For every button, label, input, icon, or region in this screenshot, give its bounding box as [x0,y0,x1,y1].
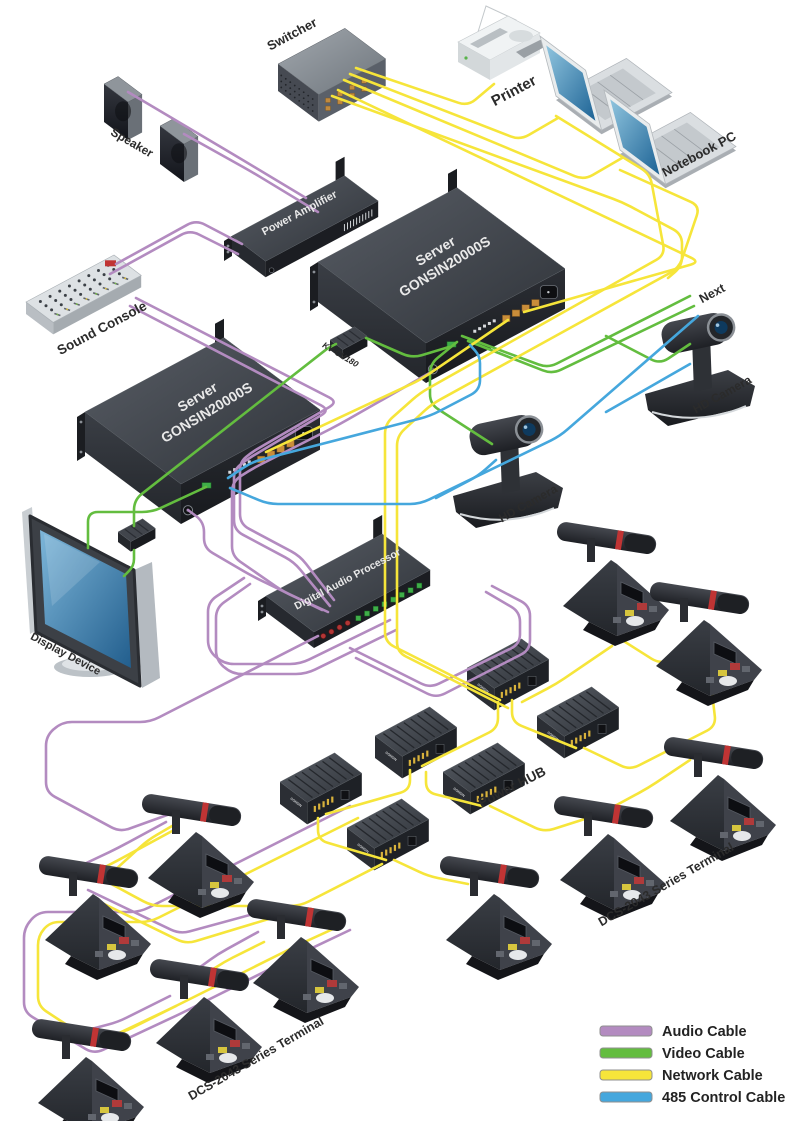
svg-text:GONSIN: GONSIN [452,787,466,799]
485-cable-swatch [599,1091,653,1103]
legend-network-label: Network Cable [662,1068,763,1084]
terminal-rl1 [439,856,552,980]
printer [457,5,550,80]
notebook-pc-2 [603,88,737,189]
video-cable-swatch [599,1047,653,1059]
power-hub-unit-5: GONSIN [279,752,363,825]
label-next: Next [697,281,728,306]
digital-audio-processor [258,515,431,648]
server-gonsin20000s-2 [77,318,321,524]
power-amplifier [224,156,379,278]
terminal-rl2 [553,796,666,920]
terminal-l4 [149,959,262,1083]
svg-text:GONSIN: GONSIN [289,797,303,809]
svg-text:GONSIN: GONSIN [384,751,398,763]
legend-item-audio: Audio Cable [599,1024,747,1040]
power-hub-unit-6: GONSIN [346,798,430,871]
legend-item-485: 485 Control Cable [599,1090,785,1106]
power-hub-unit-2: GONSIN [536,686,620,759]
terminal-rt1 [556,522,669,646]
terminal-l3 [246,899,359,1023]
legend-video-label: Video Cable [662,1046,745,1062]
kv-converter [329,326,368,360]
display-device [22,507,160,688]
terminal-rl3 [663,737,776,861]
terminal-l2 [141,794,254,918]
legend-485-label: 485 Control Cable [662,1090,785,1106]
hd-camera-1 [645,312,755,426]
label-printer: Printer [489,72,540,110]
svg-text:GONSIN: GONSIN [546,731,560,743]
power-hub-unit-4: GONSIN [442,742,526,815]
terminal-l1 [38,856,151,980]
switcher [277,28,387,122]
legend: Audio Cable Video Cable Network Cable 48… [599,1024,785,1106]
svg-text:GONSIN: GONSIN [356,843,370,855]
svg-text:GONSIN: GONSIN [476,683,490,695]
video-converter [117,518,156,552]
audio-cable-swatch [599,1025,653,1037]
terminal-rt2 [649,582,762,706]
power-hub-unit-3: GONSIN [374,706,458,779]
trunk-cables-layer [86,66,700,710]
terminal-l5 [31,1019,144,1121]
legend-audio-label: Audio Cable [662,1024,747,1040]
network-cable-swatch [599,1069,653,1081]
legend-item-network: Network Cable [599,1068,763,1084]
devices-layer: GONSIN GONSIN GONSIN GONSIN GONSIN GONSIN [22,5,755,871]
legend-item-video: Video Cable [599,1046,745,1062]
hd-camera-2 [453,414,563,528]
notebook-pc-1 [539,34,673,135]
terminals-layer [31,522,776,1121]
